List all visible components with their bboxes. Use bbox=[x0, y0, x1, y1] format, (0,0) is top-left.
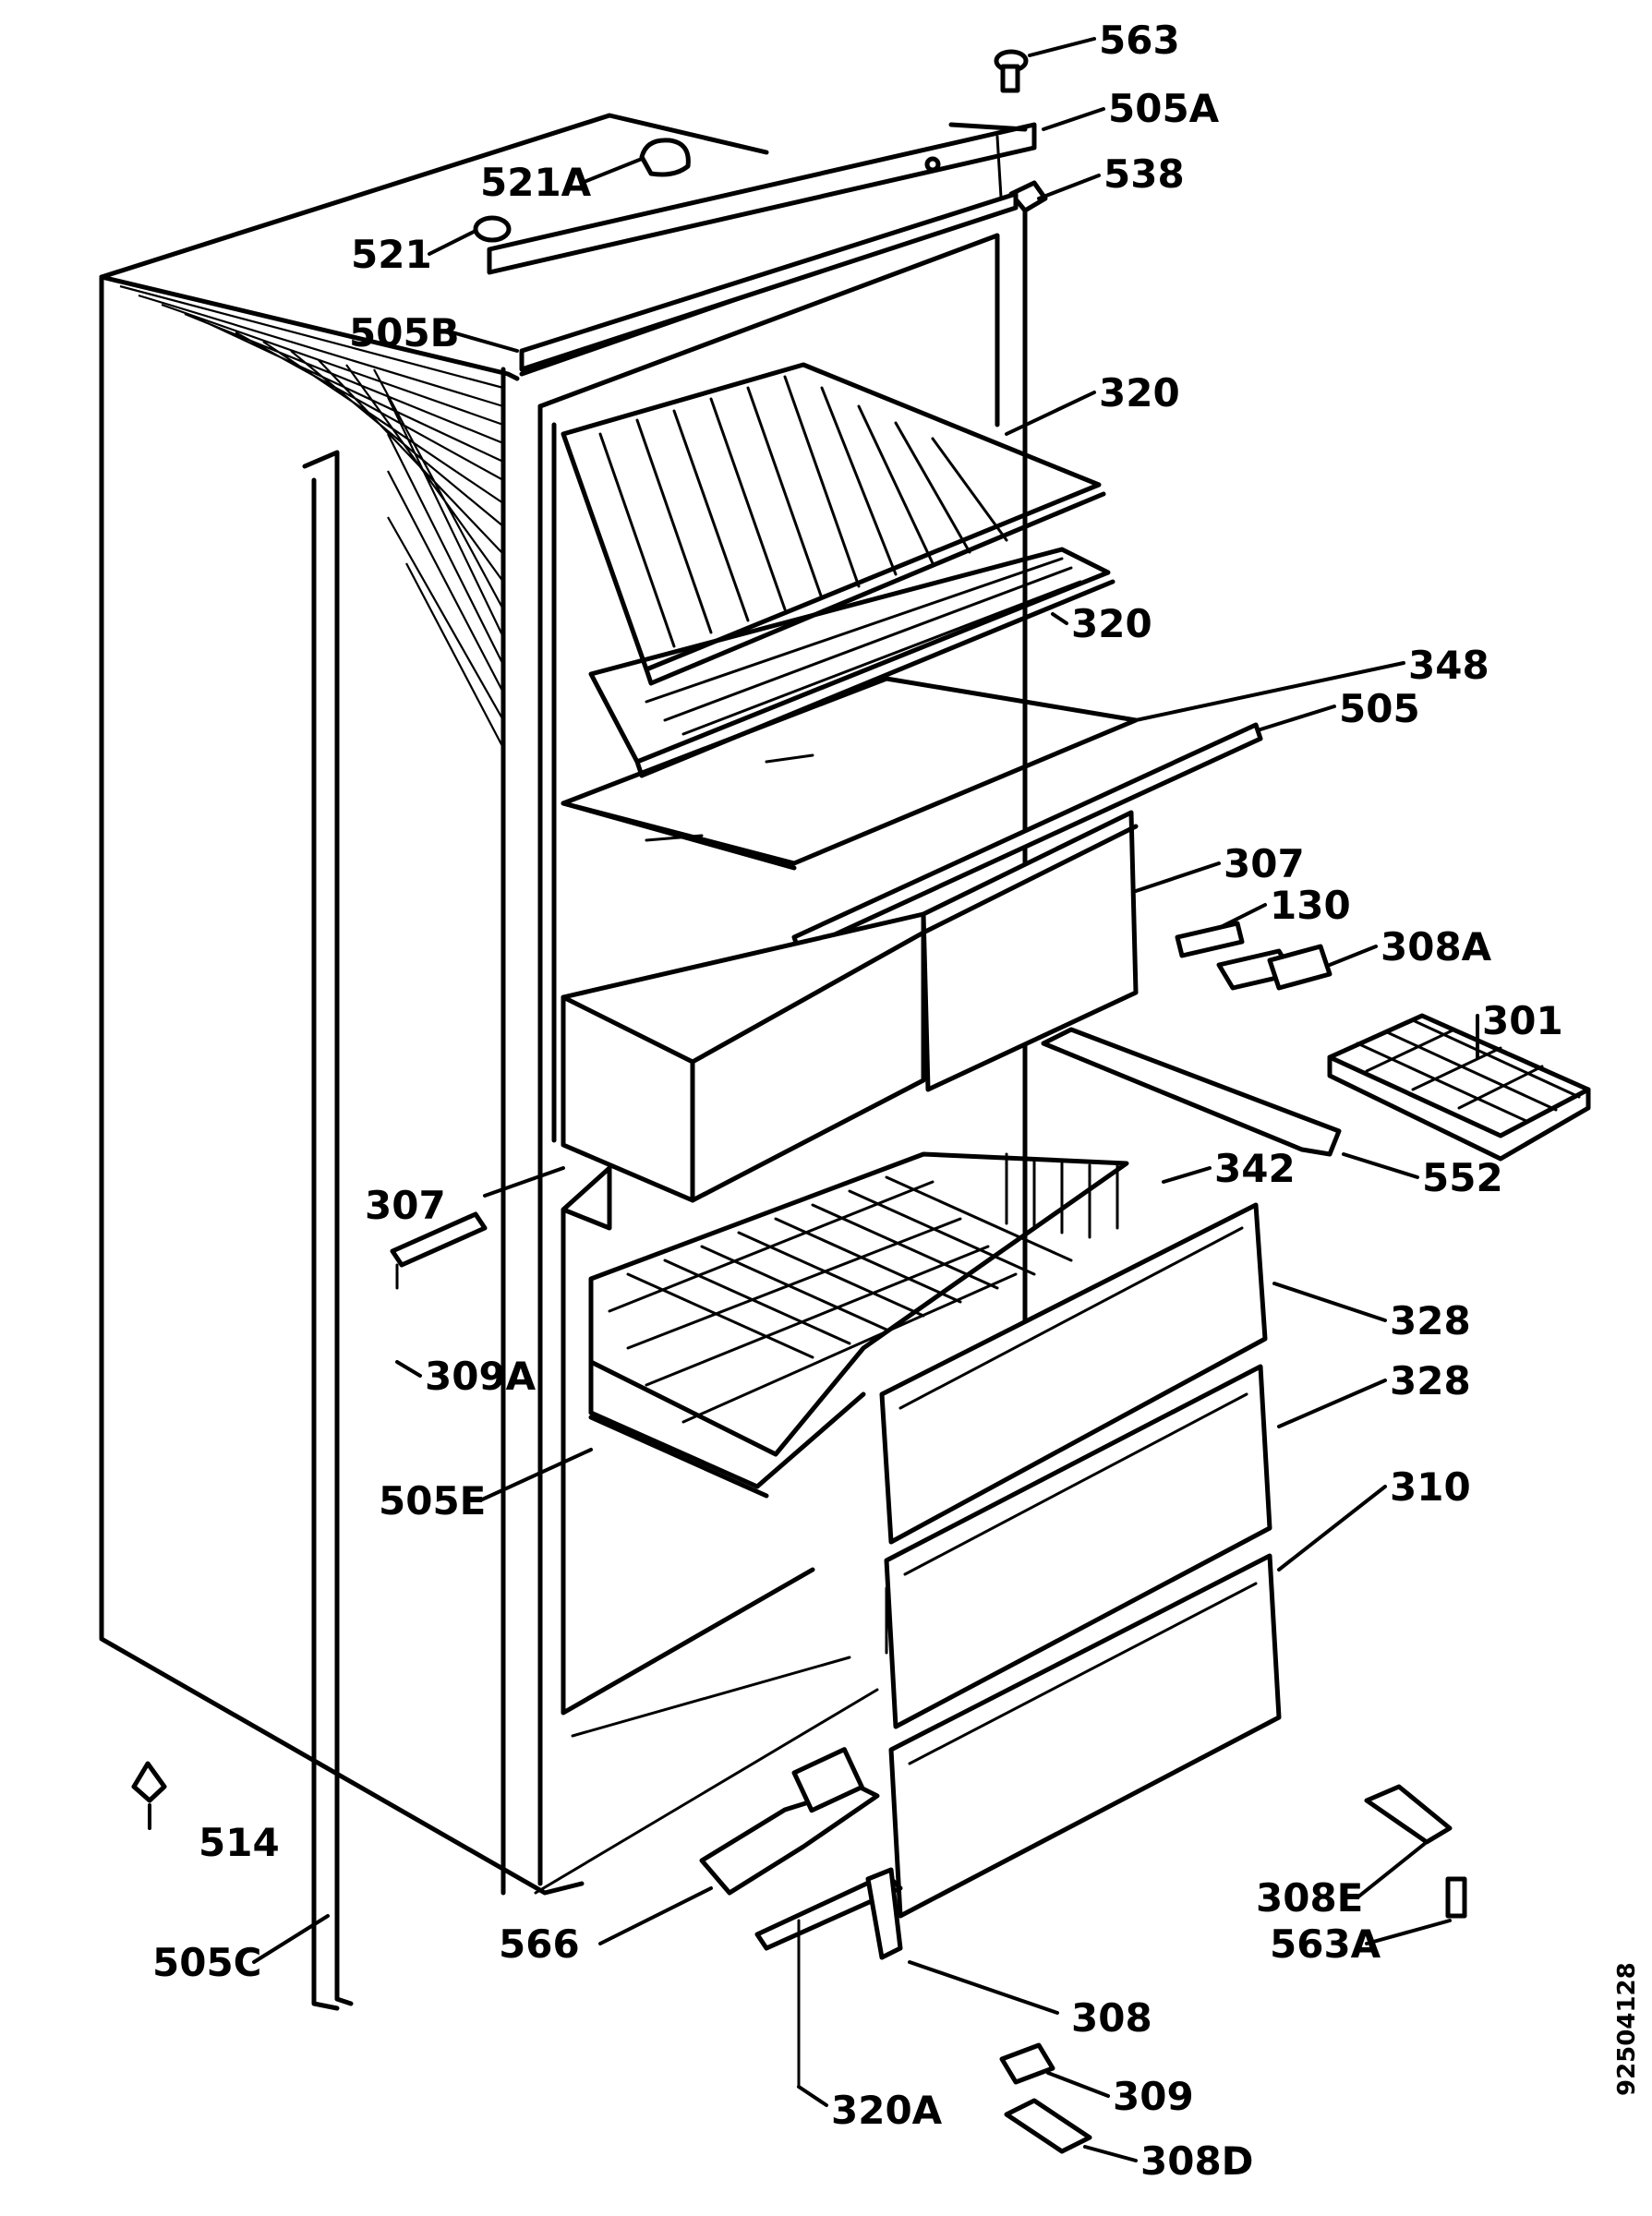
label-307-left: 307 bbox=[365, 1183, 446, 1228]
label-310: 310 bbox=[1390, 1464, 1471, 1510]
foot-514 bbox=[131, 1761, 167, 1803]
block-309 bbox=[999, 2042, 1055, 2085]
label-308d: 308D bbox=[1140, 2138, 1254, 2184]
label-309: 309 bbox=[1113, 2074, 1194, 2119]
label-320a: 320A bbox=[831, 2088, 943, 2133]
label-308a: 308A bbox=[1381, 924, 1492, 970]
label-538: 538 bbox=[1103, 151, 1185, 197]
wire-shelf-upper-320 bbox=[561, 362, 1106, 686]
wire-shelf-lower-320 bbox=[588, 547, 1115, 778]
label-521a: 521A bbox=[480, 160, 592, 205]
label-309a: 309A bbox=[425, 1354, 537, 1399]
hinge-308 bbox=[865, 1867, 903, 1960]
flap-328-lower bbox=[884, 1364, 1272, 1729]
label-514: 514 bbox=[199, 1820, 280, 1865]
bracket-308a bbox=[1216, 944, 1332, 991]
label-505e: 505E bbox=[379, 1478, 486, 1524]
label-566: 566 bbox=[499, 1921, 580, 1967]
label-342: 342 bbox=[1214, 1146, 1296, 1191]
label-320-lower: 320 bbox=[1071, 601, 1152, 646]
label-552: 552 bbox=[1422, 1155, 1503, 1200]
label-308e: 308E bbox=[1256, 1875, 1363, 1921]
cap-521a bbox=[639, 138, 691, 177]
label-505b: 505B bbox=[349, 310, 460, 355]
runner-552 bbox=[1041, 1027, 1342, 1157]
plug-521 bbox=[473, 215, 512, 243]
callout-labels: 563 505A 538 521A 521 505B 320 320 348 5… bbox=[152, 18, 1563, 2184]
freezer-basket-342 bbox=[588, 1151, 1129, 1489]
thermostat-566 bbox=[699, 1747, 880, 1896]
basket-rail-505e bbox=[588, 1415, 769, 1499]
flap-310 bbox=[888, 1553, 1282, 1919]
hinge-538 bbox=[1008, 180, 1048, 213]
hinge-bracket-320a bbox=[754, 1872, 903, 2089]
hinge-308e bbox=[1364, 1784, 1453, 1845]
leader-lines bbox=[148, 37, 1479, 2162]
side-hatching bbox=[119, 284, 504, 749]
label-505: 505 bbox=[1339, 686, 1420, 731]
label-505a: 505A bbox=[1108, 86, 1220, 131]
label-307-right: 307 bbox=[1224, 841, 1305, 886]
ice-tray-301 bbox=[1327, 1013, 1591, 1162]
label-505c: 505C bbox=[152, 1940, 262, 1985]
drawer-307-left bbox=[561, 911, 926, 1203]
top-cover-505a bbox=[487, 122, 1037, 275]
label-328-lower: 328 bbox=[1390, 1358, 1471, 1403]
label-348: 348 bbox=[1408, 643, 1489, 688]
bracket-308d bbox=[1004, 2098, 1092, 2154]
clip-130 bbox=[1175, 921, 1245, 958]
document-number: 92504128 bbox=[1613, 1962, 1641, 2096]
drawer-307-right bbox=[921, 810, 1139, 1092]
label-301: 301 bbox=[1482, 998, 1563, 1043]
door-gasket-505c bbox=[302, 450, 354, 2011]
label-328-upper: 328 bbox=[1390, 1298, 1471, 1343]
label-130: 130 bbox=[1270, 883, 1351, 928]
top-rail-505b bbox=[519, 191, 1019, 372]
label-521: 521 bbox=[351, 232, 432, 277]
label-563: 563 bbox=[1099, 18, 1180, 63]
flap-328-upper bbox=[879, 1202, 1268, 1545]
label-563a: 563A bbox=[1270, 1921, 1381, 1967]
label-320-upper: 320 bbox=[1099, 370, 1180, 416]
screw-563 bbox=[994, 49, 1029, 93]
screw-563a bbox=[1445, 1876, 1467, 1919]
label-308: 308 bbox=[1071, 1995, 1152, 2041]
clip-309a bbox=[390, 1211, 488, 1290]
